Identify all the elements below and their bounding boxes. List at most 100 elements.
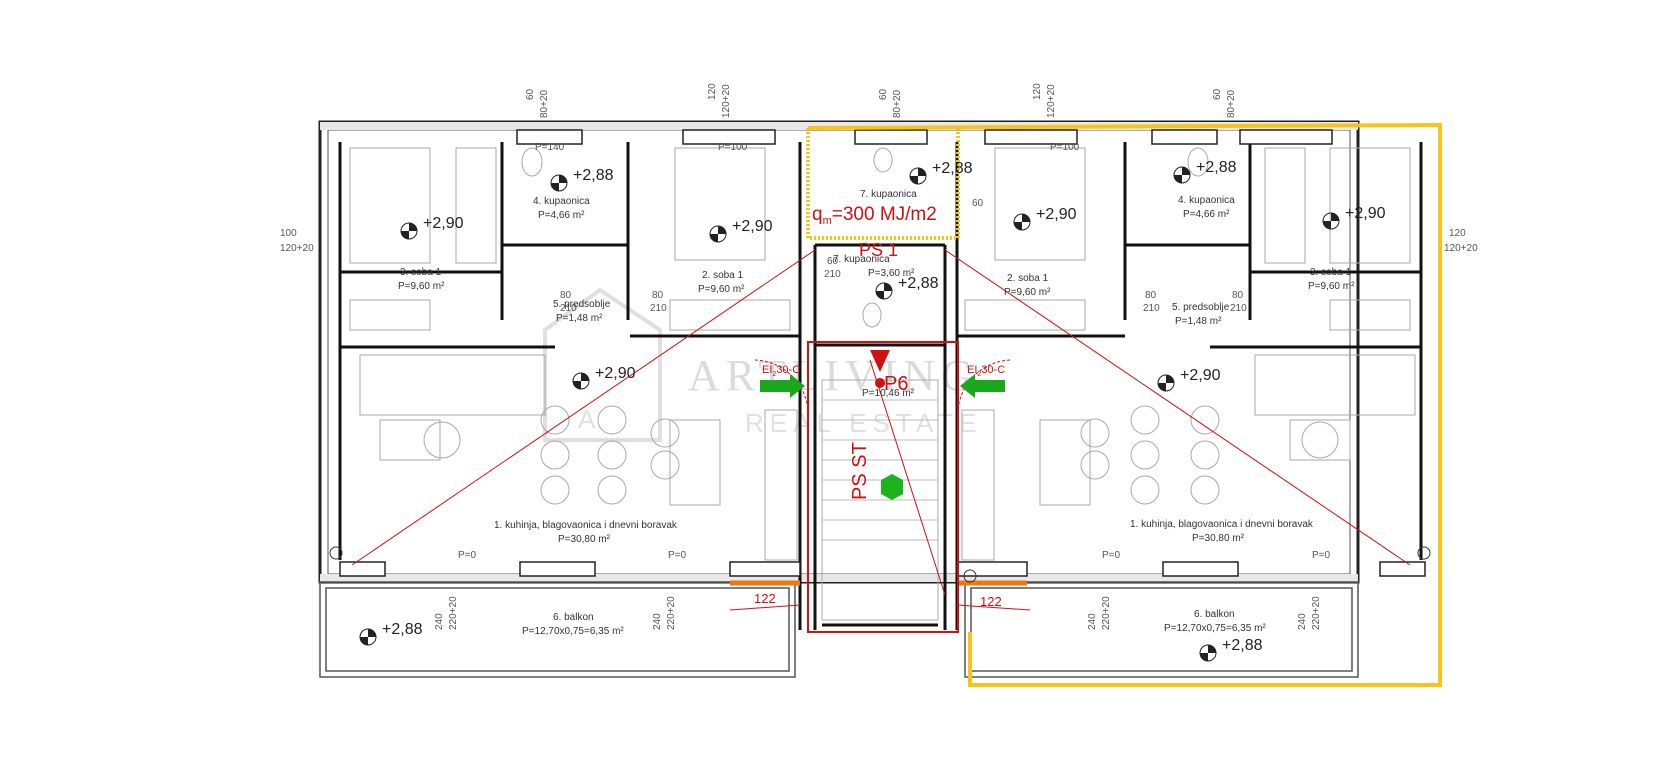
svg-text:+2,88: +2,88 [932, 160, 973, 177]
svg-text:+2,88: +2,88 [1222, 637, 1263, 654]
svg-text:220+20: 220+20 [1101, 596, 1112, 630]
svg-text:7. kupaonica: 7. kupaonica [860, 189, 917, 200]
svg-text:P=140: P=140 [535, 142, 565, 153]
svg-text:3. soba 1: 3. soba 1 [1310, 267, 1352, 278]
svg-text:+2,88: +2,88 [898, 275, 939, 292]
svg-text:60: 60 [525, 88, 536, 100]
svg-text:80+20: 80+20 [892, 89, 903, 118]
svg-text:5. predsoblje: 5. predsoblje [1172, 302, 1230, 313]
svg-text:60: 60 [878, 88, 889, 100]
fire-load-label: qm=300 MJ/m2 [812, 204, 937, 227]
svg-text:P=1,48 m²: P=1,48 m² [556, 313, 603, 324]
svg-text:120: 120 [1032, 83, 1043, 100]
riser-point-icon [875, 378, 885, 388]
svg-text:P=9,60 m²: P=9,60 m² [1004, 287, 1051, 298]
svg-text:210: 210 [1230, 303, 1247, 314]
ps-st-label: PS ST [849, 442, 871, 500]
fire-zone-outline [807, 122, 1442, 687]
ei-door-left: EI230-C [754, 359, 809, 411]
door-width-left: 122 [754, 591, 776, 606]
svg-text:1. kuhinja, blagovaonica i dne: 1. kuhinja, blagovaonica i dnevni borava… [494, 520, 678, 531]
svg-text:2. soba 1: 2. soba 1 [1007, 273, 1049, 284]
svg-text:P=12,70x0,75=6,35 m²: P=12,70x0,75=6,35 m² [522, 626, 624, 637]
watermark-main: ARTLIVING [688, 351, 979, 400]
svg-text:P=10,46 m²: P=10,46 m² [862, 388, 915, 399]
svg-text:220+20: 220+20 [666, 596, 677, 630]
furniture [349, 147, 1416, 621]
svg-text:60: 60 [1212, 88, 1223, 100]
svg-text:1. kuhinja, blagovaonica i dne: 1. kuhinja, blagovaonica i dnevni borava… [1130, 519, 1314, 530]
svg-text:P=1,48 m²: P=1,48 m² [1175, 316, 1222, 327]
svg-text:P=9,60 m²: P=9,60 m² [698, 284, 745, 295]
svg-text:80+20: 80+20 [539, 89, 550, 118]
svg-text:60: 60 [972, 198, 984, 209]
svg-text:P=30,80 m²: P=30,80 m² [1192, 533, 1245, 544]
green-hexagon-icon [881, 474, 903, 500]
svg-text:+2,90: +2,90 [423, 215, 464, 232]
svg-text:80: 80 [1232, 290, 1244, 301]
svg-text:220+20: 220+20 [1311, 596, 1322, 630]
door-width-right: 122 [980, 594, 1002, 609]
svg-text:+2,88: +2,88 [573, 167, 614, 184]
drain-icons [329, 546, 1431, 583]
svg-text:210: 210 [560, 303, 577, 314]
svg-text:+2,90: +2,90 [1036, 206, 1077, 223]
rooms-left: 3. soba 1 P=9,60 m² +2,90 4. kupaonica P… [382, 167, 773, 638]
ei-label-left: EI230-C [762, 364, 800, 378]
svg-text:2. soba 1: 2. soba 1 [702, 270, 744, 281]
svg-text:P=0: P=0 [458, 550, 477, 561]
svg-text:P=12,70x0,75=6,35 m²: P=12,70x0,75=6,35 m² [1164, 623, 1266, 634]
svg-text:4. kupaonica: 4. kupaonica [533, 196, 590, 207]
svg-text:120+20: 120+20 [1444, 243, 1478, 254]
svg-text:210: 210 [1143, 303, 1160, 314]
svg-text:+2,90: +2,90 [732, 218, 773, 235]
top-windows [516, 129, 1333, 145]
svg-text:80: 80 [560, 290, 572, 301]
svg-text:7. kupaonica: 7. kupaonica [833, 254, 890, 265]
svg-text:+2,90: +2,90 [1345, 205, 1386, 222]
svg-text:100: 100 [280, 228, 297, 239]
center-core: 7. kupaonica +2,88 7. kupaonica P=3,60 m… [812, 160, 973, 500]
svg-text:210: 210 [650, 303, 667, 314]
svg-text:P=0: P=0 [1102, 550, 1121, 561]
svg-text:P=0: P=0 [668, 550, 687, 561]
ei-door-right: EI230-C [957, 359, 1011, 411]
exit-arrow-icon [960, 374, 1005, 398]
level-marker-icons [359, 166, 1340, 662]
svg-text:+2,88: +2,88 [1196, 159, 1237, 176]
svg-text:+2,88: +2,88 [382, 621, 423, 638]
svg-text:P=9,60 m²: P=9,60 m² [1308, 281, 1355, 292]
svg-text:P=100: P=100 [718, 142, 748, 153]
p6-label: P6 [884, 373, 908, 395]
svg-text:+2,90: +2,90 [1180, 367, 1221, 384]
svg-text:P=30,80 m²: P=30,80 m² [558, 534, 611, 545]
svg-text:60: 60 [827, 256, 839, 267]
svg-text:240: 240 [652, 613, 663, 630]
svg-text:P=4,66 m²: P=4,66 m² [1183, 209, 1230, 220]
svg-text:120+20: 120+20 [280, 243, 314, 254]
watermark-sub: REAL ESTATE [745, 408, 982, 438]
svg-text:80: 80 [1145, 290, 1157, 301]
svg-text:P=4,66 m²: P=4,66 m² [538, 210, 585, 221]
svg-text:P=3,60 m²: P=3,60 m² [868, 268, 915, 279]
down-triangle-icon [870, 350, 890, 372]
svg-text:5. predsoblje: 5. predsoblje [553, 299, 611, 310]
bottom-dimensions: 240 220+20 240 220+20 240 220+20 240 220… [434, 591, 1322, 630]
svg-text:P=0: P=0 [1312, 550, 1331, 561]
svg-text:3. soba 1: 3. soba 1 [400, 267, 442, 278]
svg-text:6. balkon: 6. balkon [1194, 609, 1235, 620]
svg-text:P=100: P=100 [1050, 142, 1080, 153]
stair-fire-outline [807, 341, 959, 633]
door-labels: 80 210 80 210 80 210 80 210 60 210 60 [560, 198, 1247, 314]
balconies [319, 581, 1359, 678]
svg-text:240: 240 [434, 613, 445, 630]
svg-text:120+20: 120+20 [721, 84, 732, 118]
svg-text:210: 210 [824, 269, 841, 280]
svg-text:120+20: 120+20 [1046, 84, 1057, 118]
svg-text:120: 120 [707, 83, 718, 100]
side-dimensions: 100 120+20 120 120+20 [280, 228, 1478, 254]
svg-text:4. kupaonica: 4. kupaonica [1178, 195, 1235, 206]
svg-text:240: 240 [1087, 613, 1098, 630]
svg-text:P=9,60 m²: P=9,60 m² [398, 281, 445, 292]
